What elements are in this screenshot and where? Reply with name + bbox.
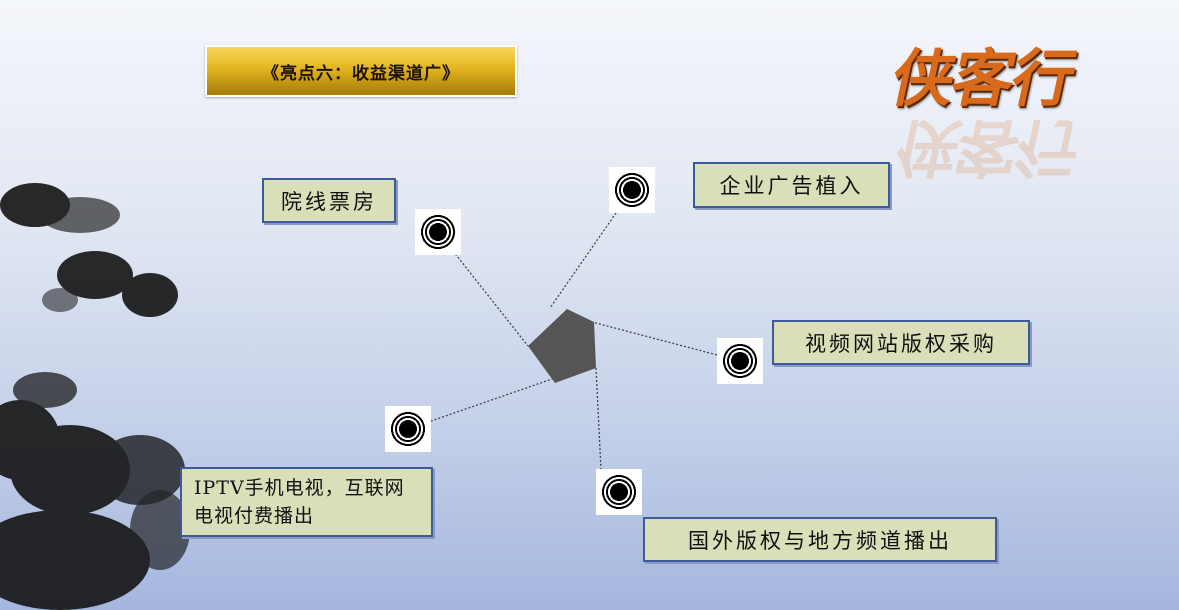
- node-ad-placement-label: 企业广告植入: [719, 174, 864, 198]
- node-iptv-label: IPTV手机电视，互联网电视付费播出: [194, 477, 405, 527]
- target-icon-iptv: [385, 406, 431, 452]
- target-icon-box-office: [415, 209, 461, 255]
- center-hub: [528, 309, 596, 383]
- target-icon-video-copyright: [717, 338, 763, 384]
- node-iptv: IPTV手机电视，互联网电视付费播出: [180, 467, 433, 537]
- node-box-office: 院线票房: [262, 178, 396, 223]
- title-banner: 《亮点六：收益渠道广》: [205, 45, 517, 97]
- target-icon-overseas: [596, 469, 642, 515]
- target-icon-ad-placement: [609, 167, 655, 213]
- node-overseas: 国外版权与地方频道播出: [643, 517, 997, 562]
- node-overseas-label: 国外版权与地方频道播出: [688, 528, 952, 553]
- node-ad-placement: 企业广告植入: [693, 162, 890, 208]
- node-box-office-label: 院线票房: [281, 189, 377, 214]
- node-video-copyright-label: 视频网站版权采购: [805, 331, 997, 356]
- node-video-copyright: 视频网站版权采购: [772, 320, 1030, 365]
